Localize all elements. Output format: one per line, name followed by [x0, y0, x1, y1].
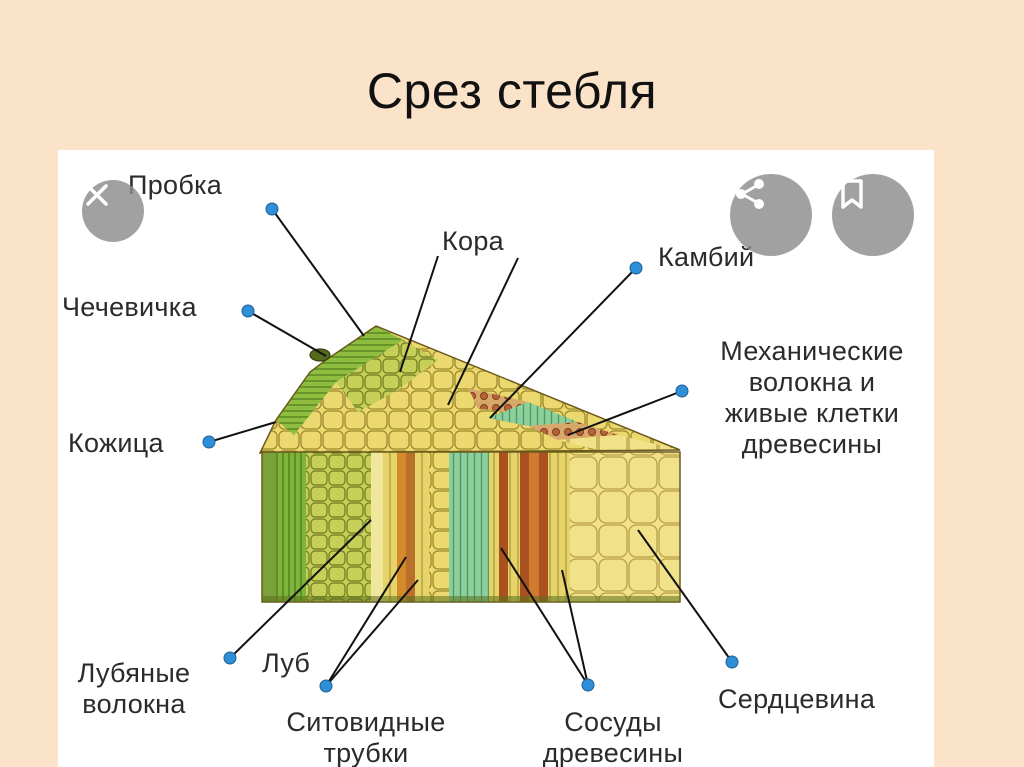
label-mechanical-line1: Механические: [692, 336, 932, 367]
pointer-dot-lubyanye: [224, 652, 236, 664]
label-mechanical-line2: волокна и: [692, 367, 932, 398]
wedge-top-surface: [260, 326, 680, 453]
label-lubyanye-line1: Лубяные: [64, 658, 204, 689]
bookmark-button[interactable]: [832, 174, 914, 256]
close-button[interactable]: [82, 180, 144, 242]
pointer-dot-serdtsevina: [726, 656, 738, 668]
label-lubyanye-volokna: Лубяные волокна: [64, 658, 204, 720]
label-sitovidnye-line2: трубки: [246, 738, 486, 767]
pointer-dot-kozhitsa: [203, 436, 215, 448]
bookmark-icon: [832, 174, 872, 214]
slide-title: Срез стебля: [0, 62, 1024, 120]
label-sosudy-line1: Сосуды: [518, 707, 708, 738]
diagram-panel: Пробка Кора Камбий Чечевичка Механически…: [58, 150, 934, 767]
label-sitovidnye-line1: Ситовидные: [246, 707, 486, 738]
label-sitovidnye-trubki: Ситовидные трубки: [246, 707, 486, 767]
pointer-dot-sitovidnye: [320, 680, 332, 692]
label-lubyanye-line2: волокна: [64, 689, 204, 720]
label-serdtsevina: Сердцевина: [718, 684, 875, 715]
pointer-dot-probka: [266, 203, 278, 215]
label-chechevichka: Чечевичка: [62, 292, 197, 323]
label-probka: Пробка: [128, 170, 222, 201]
label-lub: Луб: [262, 648, 310, 679]
pointer-dot-chechevichka: [242, 305, 254, 317]
label-mechanical-fibers: Механические волокна и живые клетки древ…: [692, 336, 932, 460]
label-mechanical-line3: живые клетки: [692, 398, 932, 429]
label-sosudy-line2: древесины: [518, 738, 708, 767]
share-icon: [730, 174, 770, 214]
wedge-front-face: [262, 452, 680, 602]
label-kora: Кора: [442, 226, 504, 257]
pointer-dot-kambiy: [630, 262, 642, 274]
label-sosudy-drevesiny: Сосуды древесины: [518, 707, 708, 767]
pointer-dot-sosudy: [582, 679, 594, 691]
share-button[interactable]: [730, 174, 812, 256]
pointer-dot-mechanical: [676, 385, 688, 397]
close-icon: [82, 180, 112, 210]
label-kozhitsa: Кожица: [68, 428, 164, 459]
label-kambiy: Камбий: [658, 242, 754, 273]
label-mechanical-line4: древесины: [692, 429, 932, 460]
